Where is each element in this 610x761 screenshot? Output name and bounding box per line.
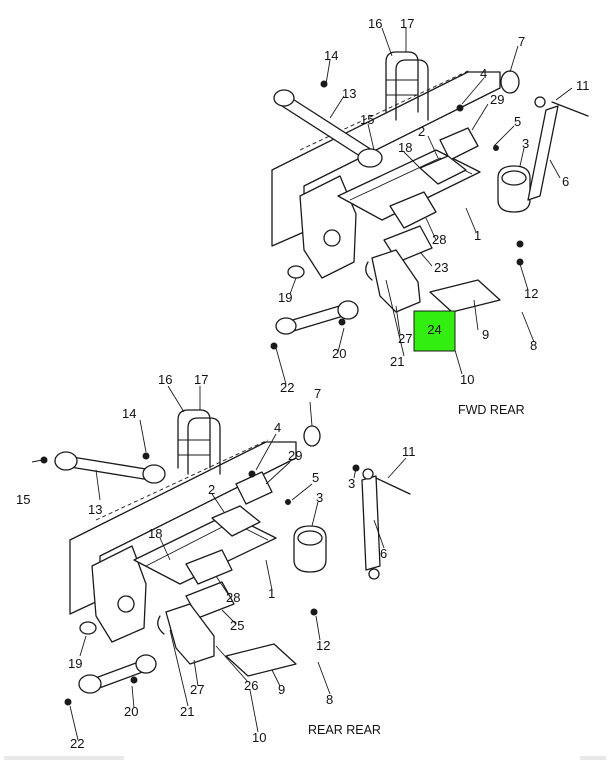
callout-29: 29 <box>490 92 504 107</box>
callout-20: 20 <box>332 346 346 361</box>
spacer-28 <box>185 549 233 585</box>
callout-11: 11 <box>576 78 590 93</box>
base-plate-9 <box>429 279 501 313</box>
callout-5: 5 <box>312 470 319 485</box>
callout-23: 23 <box>434 260 448 275</box>
callout-14: 14 <box>324 48 338 63</box>
bushing-19 <box>79 621 97 635</box>
callout-16: 16 <box>158 372 172 387</box>
callout-28: 28 <box>226 590 240 605</box>
callout-17: 17 <box>194 372 208 387</box>
callout-4: 4 <box>274 420 281 435</box>
callout-25: 25 <box>230 618 244 633</box>
footer-artwork-mark <box>4 756 124 760</box>
callout-3: 3 <box>522 136 529 151</box>
callout-22: 22 <box>70 736 84 751</box>
bushing-7 <box>500 70 520 94</box>
callout-18: 18 <box>398 140 412 155</box>
rear-rear-assembly: 16 17 7 14 4 29 11 15 3 5 13 2 3 18 6 28… <box>16 372 416 751</box>
callout-29: 29 <box>288 448 302 463</box>
fwd-rear-assembly: 24 16 17 14 7 11 4 13 29 15 5 2 18 3 6 2… <box>270 16 590 417</box>
callout-16: 16 <box>368 16 382 31</box>
plate-29 <box>439 127 479 161</box>
callout-13: 13 <box>342 86 356 101</box>
callout-17: 17 <box>400 16 414 31</box>
u-bolt-16 <box>177 409 211 469</box>
highlight-box-24 <box>413 310 456 352</box>
callout-27: 27 <box>398 331 412 346</box>
callout-19: 19 <box>68 656 82 671</box>
frame-bracket <box>299 175 357 279</box>
caption-rear-rear: REAR REAR <box>308 723 381 737</box>
callout-15: 15 <box>16 492 30 507</box>
bushing-7 <box>303 425 321 447</box>
saddle-24 <box>371 249 421 313</box>
callout-9: 9 <box>482 327 489 342</box>
bushing-19 <box>287 265 305 279</box>
callout-10: 10 <box>252 730 266 745</box>
callout-5: 5 <box>514 114 521 129</box>
callout-10: 10 <box>460 372 474 387</box>
callout-9: 9 <box>278 682 285 697</box>
callout-11: 11 <box>402 444 416 459</box>
footer-artwork-mark-right <box>580 756 606 760</box>
callout-26: 26 <box>244 678 258 693</box>
callout-4: 4 <box>480 66 487 81</box>
callout-1: 1 <box>268 586 275 601</box>
callout-6: 6 <box>380 546 387 561</box>
pad-2 <box>211 505 261 537</box>
callout-13: 13 <box>88 502 102 517</box>
callout-7: 7 <box>518 34 525 49</box>
callout-21: 21 <box>390 354 404 369</box>
callout-2: 2 <box>208 482 215 497</box>
caption-fwd-rear: FWD REAR <box>458 403 525 417</box>
callout-7: 7 <box>314 386 321 401</box>
shock-6 <box>527 105 559 201</box>
callout-14: 14 <box>122 406 136 421</box>
saddle-26 <box>165 603 215 665</box>
callout-15: 15 <box>360 112 374 127</box>
shock-6 <box>361 475 381 571</box>
callout-2: 2 <box>418 124 425 139</box>
frame-bracket <box>91 545 147 643</box>
u-bolt-16 <box>385 51 419 113</box>
callout-20: 20 <box>124 704 138 719</box>
callout-8: 8 <box>530 338 537 353</box>
callout-28: 28 <box>432 232 446 247</box>
callout-1: 1 <box>474 228 481 243</box>
callout-24: 24 <box>427 322 441 337</box>
callout-19: 19 <box>278 290 292 305</box>
callout-6: 6 <box>562 174 569 189</box>
callout-3: 3 <box>348 476 355 491</box>
spacer-28 <box>389 191 437 229</box>
callout-27: 27 <box>190 682 204 697</box>
callout-8: 8 <box>326 692 333 707</box>
callout-12: 12 <box>524 286 538 301</box>
callout-22: 22 <box>280 380 294 395</box>
callout-3b: 3 <box>316 490 323 505</box>
callout-12: 12 <box>316 638 330 653</box>
callout-21: 21 <box>180 704 194 719</box>
callout-18: 18 <box>148 526 162 541</box>
base-plate-9 <box>225 643 297 677</box>
pad-2 <box>419 155 467 185</box>
